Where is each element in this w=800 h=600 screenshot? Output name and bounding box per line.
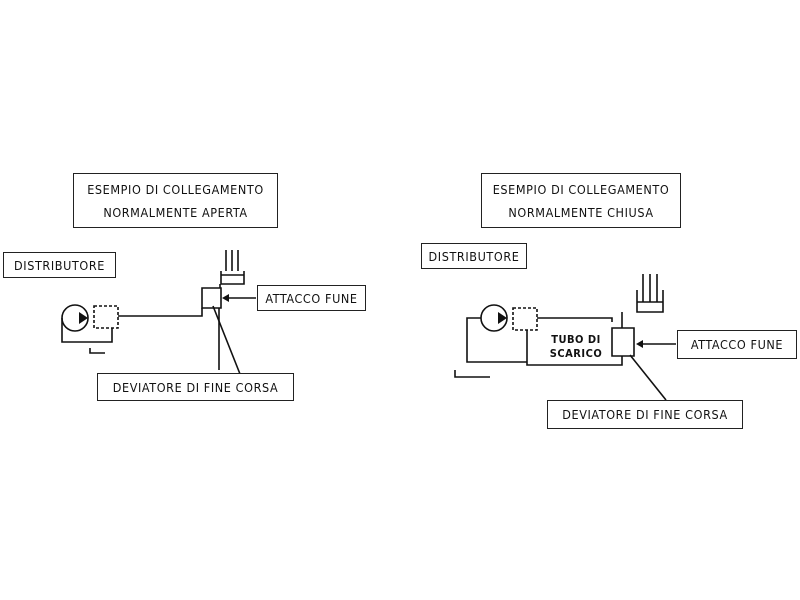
right-pump-return-line [467,318,527,362]
right-tank-symbol [455,370,490,377]
right-drain-line [527,330,622,365]
left-deviatore-leader [213,306,240,374]
right-limit-switch [612,328,634,356]
left-main-line [118,308,202,316]
right-distributor-valve [513,308,537,330]
left-pump-arrow [79,312,88,324]
left-title-line1: ESEMPIO DI COLLEGAMENTO [87,181,264,197]
left-title-line2: NORMALMENTE APERTA [103,204,248,220]
right-tubo-line1: TUBO DI [551,333,601,346]
right-title-line1: ESEMPIO DI COLLEGAMENTO [492,181,670,197]
right-distributore-label: DISTRIBUTORE [421,243,527,269]
left-limit-switch [202,288,221,308]
right-main-line [537,318,612,322]
right-pump-arrow [498,312,507,324]
left-tank-symbol [90,348,105,353]
left-attacco-fune-label: ATTACCO FUNE [257,285,366,311]
left-cylinder [221,271,244,284]
left-circuit [62,250,256,374]
left-deviatore-label: DEVIATORE DI FINE CORSA [97,373,294,401]
left-distributore-label: DISTRIBUTORE [3,252,116,278]
right-tubo-line2: SCARICO [549,347,603,360]
left-pump-return-line [62,318,112,342]
right-attacco-fune-label: ATTACCO FUNE [677,330,797,359]
right-title-box: ESEMPIO DI COLLEGAMENTO NORMALMENTE CHIU… [481,173,681,228]
right-title-line2: NORMALMENTE CHIUSA [508,204,654,220]
right-tubo-scarico-label: TUBO DI SCARICO [544,333,608,361]
right-cylinder-rods [643,274,657,302]
right-attacco-arrowhead [636,340,643,348]
left-cylinder-rods [226,250,238,271]
left-distributor-valve [94,306,118,328]
left-title-box: ESEMPIO DI COLLEGAMENTO NORMALMENTE APER… [73,173,278,228]
right-circuit [455,274,676,400]
right-deviatore-label: DEVIATORE DI FINE CORSA [547,400,743,429]
left-attacco-arrowhead [222,294,229,302]
right-deviatore-leader [630,355,666,400]
